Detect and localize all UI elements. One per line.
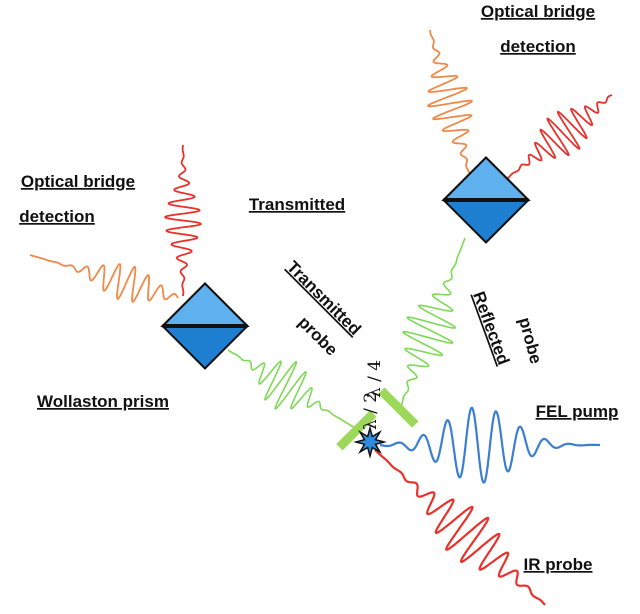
wollaston-prism-right [441, 156, 531, 244]
ir-probe-label: IR probe [524, 555, 593, 574]
waves-layer [29, 30, 613, 606]
reflected-probe-label: Reflected [469, 289, 513, 367]
half-wave-plate [336, 410, 377, 451]
optical-bridge-top-label-2: detection [500, 37, 576, 56]
transmitted-label: Transmitted [249, 195, 345, 214]
right-red-wave [504, 94, 613, 181]
right-orange-wave [427, 30, 473, 177]
fel-pump-wave [379, 406, 600, 484]
quarter-wave-plate [378, 387, 419, 428]
optical-bridge-top-label: Optical bridge [481, 2, 595, 21]
ir-probe-wave [374, 449, 546, 606]
fel-pump-label: FEL pump [536, 402, 619, 421]
half-wave-label: λ / 2 [361, 392, 381, 430]
reflected-probe-label-2: probe [515, 315, 546, 366]
optical-bridge-left-label: Optical bridge [21, 172, 135, 191]
transmitted-probe-wave [227, 349, 356, 429]
reflected-probe-wave [399, 237, 466, 409]
sample-star-icon [353, 425, 387, 459]
wollaston-prism-label: Wollaston prism [37, 392, 169, 411]
wollaston-prism-left [160, 282, 250, 370]
quarter-wave-label: λ / 4 [365, 360, 385, 398]
left-orange-wave [29, 254, 179, 303]
left-red-wave [164, 145, 202, 296]
optical-bridge-left-label-2: detection [19, 207, 95, 226]
